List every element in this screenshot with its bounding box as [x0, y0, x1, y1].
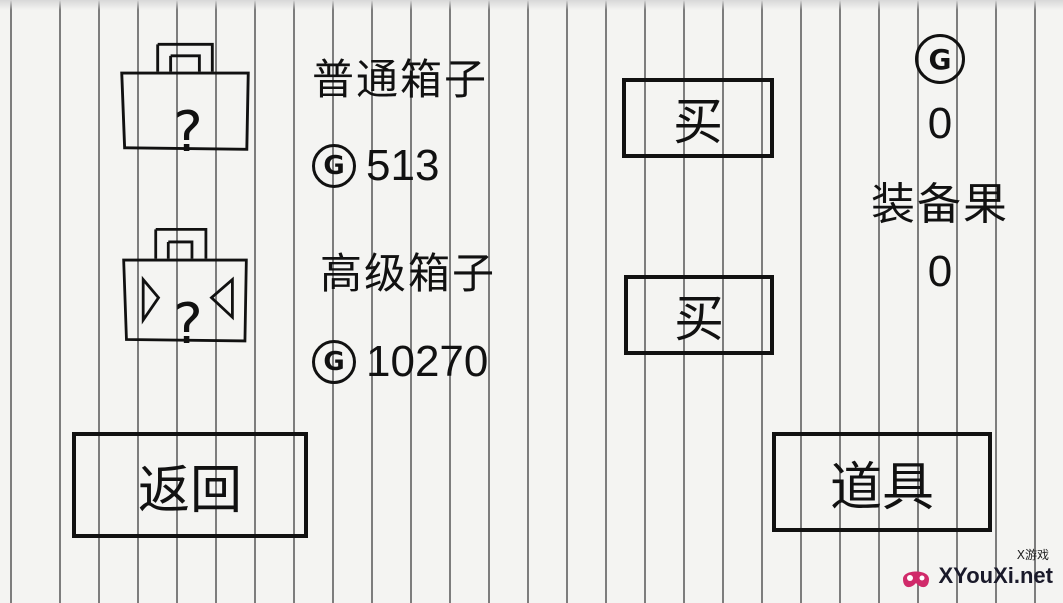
equipment-fruit-count: 0	[927, 247, 953, 296]
normal-box-title: 普通箱子	[312, 55, 489, 104]
back-button[interactable]: 返回	[72, 432, 308, 538]
coin-icon: G	[312, 144, 356, 188]
premium-box-icon	[95, 228, 275, 343]
buy-normal-box-button[interactable]: 买	[622, 78, 774, 158]
premium-box-price-row: G 10270	[312, 337, 488, 387]
coin-balance: 0	[927, 99, 953, 148]
items-button[interactable]: 道具	[772, 432, 992, 532]
normal-box-question-mark: ?	[173, 100, 203, 165]
equipment-fruit-panel: 装备果 0	[855, 168, 1025, 294]
normal-box-price: 513	[366, 141, 440, 190]
coin-icon: G	[915, 34, 965, 84]
top-shadow	[0, 0, 1063, 10]
coin-balance-panel: G 0	[880, 34, 1000, 146]
equipment-fruit-label: 装备果	[871, 179, 1009, 230]
premium-box-title: 高级箱子	[320, 249, 497, 298]
normal-box-icon	[95, 40, 275, 155]
watermark-brand: XYouXi.net	[938, 563, 1054, 588]
normal-box-price-row: G 513	[312, 141, 439, 191]
premium-box-price: 10270	[366, 337, 489, 386]
gamepad-icon	[902, 571, 929, 588]
watermark: XYouXi.net	[899, 559, 1054, 593]
coin-icon: G	[312, 340, 356, 384]
premium-box-question-mark: ?	[173, 292, 203, 357]
buy-premium-box-button[interactable]: 买	[624, 275, 774, 355]
watermark-tag: X游戏	[1016, 548, 1049, 562]
